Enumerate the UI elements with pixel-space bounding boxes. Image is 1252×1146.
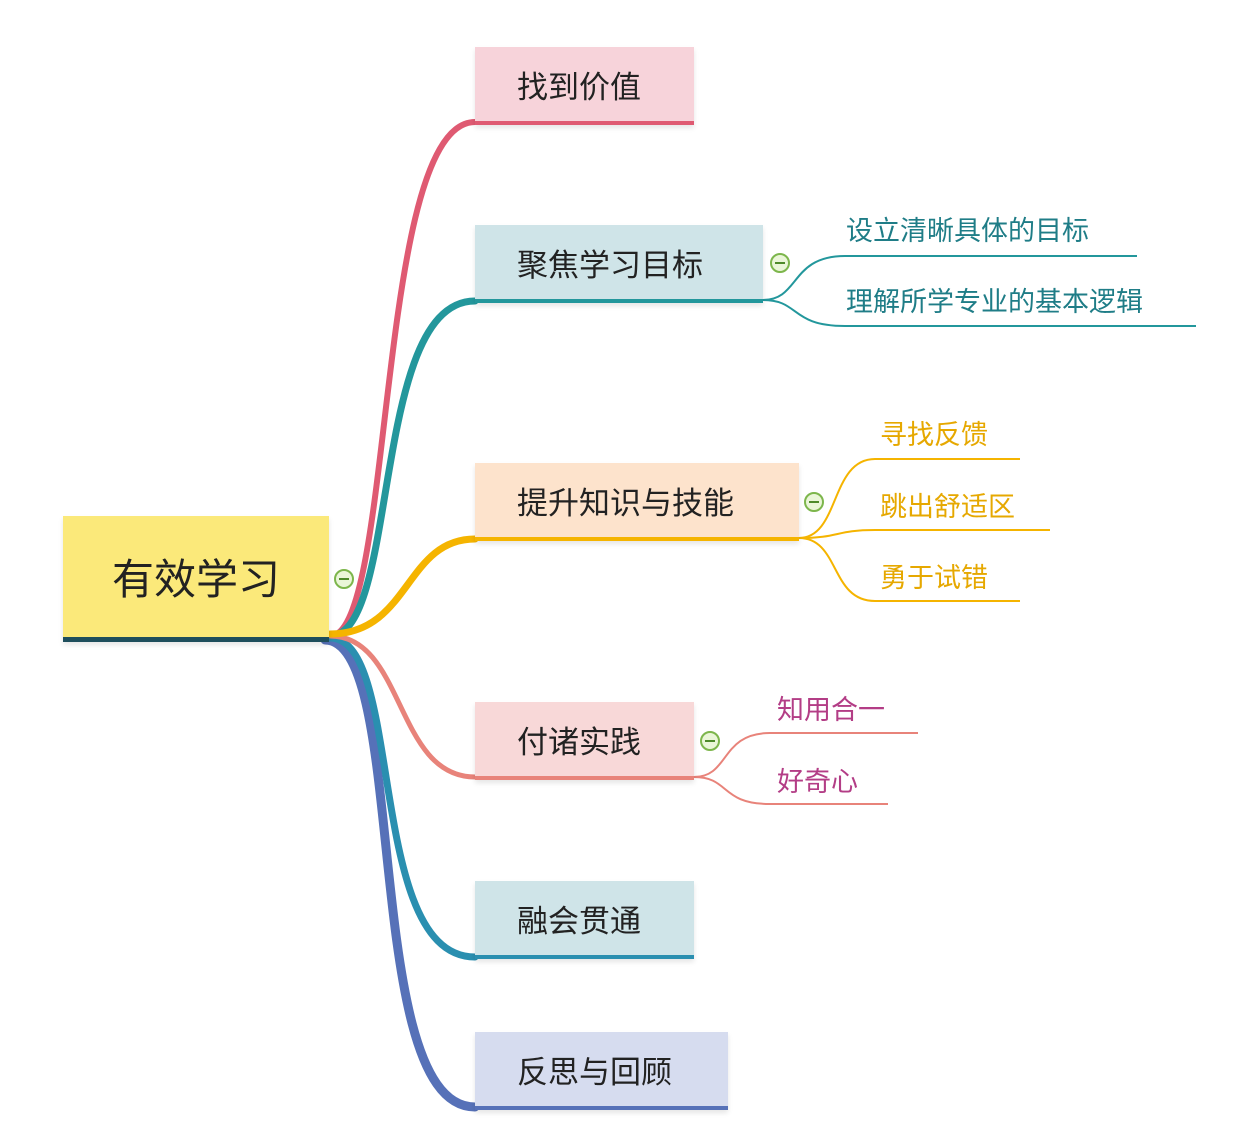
branch-find-value[interactable]: 找到价值: [475, 47, 694, 125]
collapse-branch-focus-goal-icon[interactable]: [770, 253, 790, 273]
leaf-understand-logic[interactable]: 理解所学专业的基本逻辑: [846, 287, 1143, 318]
connector-root-b3: [326, 535, 479, 638]
connector-b2-leaf1: [762, 255, 1137, 301]
connector-root-b5: [326, 634, 479, 961]
branch-label: 付诸实践: [517, 724, 641, 761]
branch-practice[interactable]: 付诸实践: [475, 702, 694, 780]
connector-root-b1: [327, 119, 478, 639]
collapse-branch-improve-skills-icon[interactable]: [804, 492, 824, 512]
root-node[interactable]: 有效学习: [63, 516, 329, 642]
connector-b3-leaf3: [798, 537, 1020, 602]
connector-b2-leaf2: [762, 299, 1196, 327]
connector-root-b2: [326, 297, 479, 640]
leaf-knowing-doing[interactable]: 知用合一: [777, 695, 885, 726]
branch-integrate[interactable]: 融会贯通: [475, 881, 694, 959]
collapse-branch-practice-icon[interactable]: [700, 731, 720, 751]
collapse-root-icon[interactable]: [334, 569, 354, 589]
leaf-seek-feedback[interactable]: 寻找反馈: [880, 420, 988, 451]
branch-label: 反思与回顾: [517, 1054, 672, 1091]
branch-label: 融会贯通: [517, 903, 641, 940]
connector-root-b4: [327, 633, 478, 780]
connector-b4-leaf2: [693, 776, 888, 805]
connector-root-b6: [320, 635, 480, 1112]
connector-b3-leaf2: [798, 529, 1050, 539]
branch-focus-goal[interactable]: 聚焦学习目标: [475, 225, 763, 303]
leaf-set-clear-goal[interactable]: 设立清晰具体的目标: [846, 216, 1089, 247]
leaf-leave-comfort-zone[interactable]: 跳出舒适区: [880, 492, 1015, 523]
leaf-curiosity[interactable]: 好奇心: [777, 767, 858, 798]
branch-label: 提升知识与技能: [517, 485, 734, 522]
branch-label: 聚焦学习目标: [517, 247, 703, 284]
root-label: 有效学习: [111, 555, 280, 604]
branch-label: 找到价值: [517, 69, 641, 106]
connector-b3-leaf1: [798, 458, 1020, 539]
branch-improve-skills[interactable]: 提升知识与技能: [475, 463, 799, 541]
leaf-trial-and-error[interactable]: 勇于试错: [880, 563, 988, 594]
connector-b4-leaf1: [693, 732, 918, 778]
branch-reflect[interactable]: 反思与回顾: [475, 1032, 728, 1110]
